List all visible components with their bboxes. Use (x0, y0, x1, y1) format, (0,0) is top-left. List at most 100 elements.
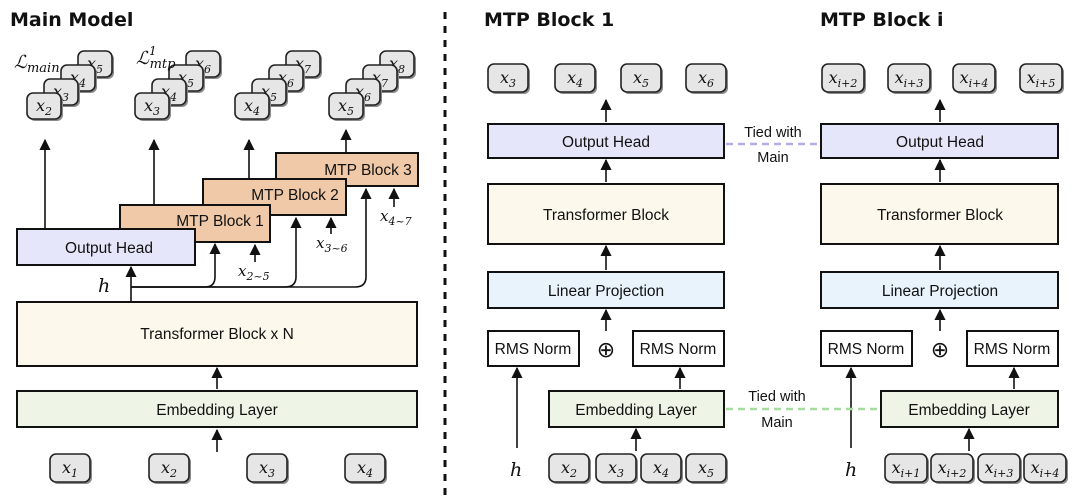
token-letter: x (195, 54, 204, 73)
svg-text:x5: x5 (261, 82, 277, 104)
mtp1-rms-left-label: RMS Norm (495, 341, 572, 358)
token-letter: x (357, 458, 366, 477)
main-input-token: x2 (148, 453, 191, 484)
mtpi-input-token: xi+4 (1023, 453, 1068, 484)
token-letter: x (829, 68, 838, 87)
main-input-token: x4 (344, 453, 387, 484)
mtp1-embedding-label: Embedding Layer (575, 402, 697, 419)
mtpi-h-label: h (845, 459, 857, 481)
token-letter: x (244, 96, 253, 115)
token-letter: x (500, 68, 509, 87)
svg-text:x5: x5 (178, 68, 194, 90)
token-letter: x (892, 458, 901, 477)
token-letter: x (355, 82, 364, 101)
svg-text:x2: x2 (161, 458, 177, 480)
main-transformer-block (16, 301, 418, 367)
token-subscript: 5 (270, 91, 277, 104)
token-letter: x (1027, 68, 1036, 87)
mtp1-concat-icon: ⊕ (597, 338, 615, 363)
token-subscript: i+4 (969, 77, 989, 90)
token-letter: x (144, 96, 153, 115)
mtpi-output-token: xi+4 (952, 63, 997, 94)
token-letter: x (261, 82, 270, 101)
main-output-head (16, 228, 196, 266)
main-mtp-block-3-label: MTP Block 3 (324, 162, 412, 179)
mtp1-arrows (511, 98, 686, 451)
token-subscript: 6 (204, 63, 211, 76)
mtpi-output-token: xi+2 (821, 63, 866, 94)
token-subscript: 5 (707, 467, 714, 480)
svg-text:x6: x6 (278, 68, 294, 90)
token-letter: x (278, 68, 287, 87)
mtp1-rms-norm-right (632, 330, 725, 367)
mtp1-input-token: x2 (548, 453, 591, 484)
tied-top-line2: Main (757, 150, 788, 166)
mtpi-rms-right-label: RMS Norm (974, 341, 1051, 358)
token-subscript: 4 (575, 77, 583, 90)
svg-text:x1: x1 (62, 458, 78, 480)
token-subscript: 3 (509, 77, 516, 90)
svg-text:x4: x4 (567, 68, 583, 90)
token-letter: x (338, 96, 347, 115)
tied-bottom-line2: Main (761, 415, 792, 431)
token-letter: x (161, 458, 170, 477)
svg-text:x3: x3 (500, 68, 516, 90)
token-subscript: 6 (287, 77, 294, 90)
token-letter: x (567, 68, 576, 87)
stacked-output-token: x5 (328, 92, 365, 121)
mtp1-output-token: x4 (554, 63, 597, 94)
svg-text:x3: x3 (608, 458, 624, 480)
token-letter: x (259, 458, 268, 477)
token-subscript: i+3 (904, 77, 924, 90)
mtp1-output-head-label: Output Head (562, 134, 650, 151)
mtp1-h-label: h (510, 459, 522, 481)
svg-text:x4: x4 (244, 96, 260, 118)
mtpi-output-head-label: Output Head (896, 134, 984, 151)
svg-text:x4: x4 (653, 458, 669, 480)
svg-text:x4: x4 (161, 82, 177, 104)
stacked-output-token: x3 (134, 92, 171, 121)
token-subscript: 4 (78, 77, 86, 90)
token-letter: x (295, 54, 304, 73)
svg-text:x2: x2 (36, 96, 52, 118)
mtpi-transformer-label: Transformer Block (877, 207, 1003, 224)
svg-text:xi+1: xi+1 (892, 458, 921, 480)
mtp-block-i-title: MTP Block i (820, 9, 943, 31)
token-letter: x (895, 68, 904, 87)
tied-bottom-line1: Tied with (748, 389, 805, 405)
token-subscript: i+2 (947, 467, 967, 480)
mtpi-embedding-layer (880, 390, 1059, 428)
svg-text:x7: x7 (295, 54, 311, 76)
stacked-output-token: x4 (234, 92, 271, 121)
svg-text:x6: x6 (195, 54, 211, 76)
svg-text:x4: x4 (357, 458, 373, 480)
token-letter: x (53, 82, 62, 101)
token-letter: x (608, 458, 617, 477)
svg-text:x3: x3 (144, 96, 160, 118)
token-subscript: 4 (365, 467, 373, 480)
token-subscript: 5 (187, 77, 194, 90)
range-label: x2~5 (238, 262, 270, 283)
mtpi-rms-norm-left (820, 330, 913, 367)
token-subscript: 3 (153, 105, 160, 118)
svg-text:xi+5: xi+5 (1027, 68, 1056, 90)
mtp1-input-token: x4 (640, 453, 683, 484)
svg-text:xi+4: xi+4 (960, 68, 989, 90)
main-embedding-label: Embedding Layer (156, 402, 278, 419)
mtp1-transformer-label: Transformer Block (543, 207, 669, 224)
main-transformer-label: Transformer Block x N (140, 326, 294, 343)
token-subscript: i+4 (1040, 467, 1060, 480)
token-letter: x (36, 96, 45, 115)
token-subscript: i+1 (901, 467, 921, 480)
token-subscript: 5 (347, 105, 354, 118)
token-subscript: 2 (44, 105, 52, 118)
token-letter: x (62, 458, 71, 477)
token-subscript: 7 (304, 63, 311, 76)
mtp1-output-token: x3 (487, 63, 530, 94)
mtpi-input-token: xi+2 (930, 453, 975, 484)
mtpi-output-token: xi+5 (1019, 63, 1064, 94)
mtp1-rms-norm-left (487, 330, 580, 367)
